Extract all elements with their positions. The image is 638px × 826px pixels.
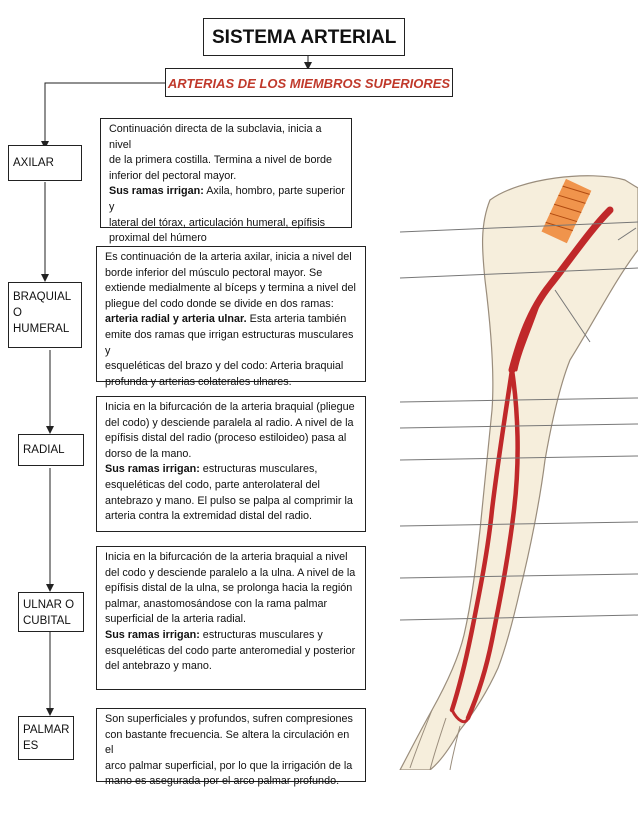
desc-line: del codo) y desciende paralela al radio.… [105, 416, 354, 429]
palmar-arch [450, 708, 470, 724]
desc-line: esqueléticas del brazo y del codo: Arter… [105, 360, 344, 373]
desc-bold: arteria radial y arteria ulnar. [105, 313, 247, 326]
pointer-line [399, 221, 638, 233]
desc-line: dorso de la mano. [105, 447, 192, 460]
brachial-artery [508, 206, 614, 374]
label-line: HUMERAL [13, 323, 70, 335]
label-radial-text: RADIAL [23, 444, 65, 456]
desc-line: inferior del pectoral mayor. [109, 169, 237, 182]
desc-line: Son superficiales y profundos, sufren co… [105, 713, 353, 725]
pointer-line [399, 267, 638, 279]
desc-line: borde inferior del músculo pectoral mayo… [105, 266, 323, 279]
desc-line: arco palmar superficial, por lo que la i… [105, 759, 353, 772]
desc-line: Inicia en la bifurcación de la arteria b… [105, 551, 348, 563]
diagram-subtitle: ARTERIAS DE LOS MIEMBROS SUPERIORES [165, 68, 453, 97]
diagram-title: SISTEMA ARTERIAL [203, 18, 405, 56]
desc-text: Esta arteria también [246, 313, 347, 326]
ulnar-artery [465, 367, 520, 721]
desc-line: con bastante frecuencia. Se altera la ci… [105, 728, 350, 757]
desc-line: Inicia en la bifurcación de la arteria b… [105, 401, 355, 413]
desc-bold: Sus ramas irrigan: [105, 628, 200, 641]
hand-outline [409, 709, 461, 770]
desc-text: estructuras musculares y [199, 628, 323, 641]
desc-line: del codo y desciende paralelo a la ulna.… [105, 566, 356, 579]
desc-line: lateral del tórax, articulación humeral,… [109, 216, 326, 229]
desc-line: profunda y arterias colaterales ulnares. [105, 375, 292, 388]
label-line: O [13, 307, 22, 319]
pointer-line [399, 397, 638, 403]
label-line: BRAQUIAL [13, 291, 72, 303]
desc-braquial: Es continuación de la arteria axilar, in… [96, 246, 366, 388]
label-line: ES [23, 740, 39, 752]
label-axilar: AXILAR [8, 145, 82, 181]
pointer-line [399, 573, 638, 579]
desc-line: extiende medialmente al bíceps y termina… [105, 282, 356, 295]
pointer-line [399, 455, 638, 461]
radial-artery [449, 367, 515, 713]
pointer-line [399, 521, 638, 527]
deep-brachial-artery [514, 298, 542, 372]
label-line: CUBITAL [23, 615, 71, 627]
desc-line: de la primera costilla. Termina a nivel … [109, 154, 333, 167]
desc-line: Sus ramas irrigan: estructuras musculare… [105, 628, 359, 644]
desc-line: superficial de la arteria radial. [105, 613, 247, 626]
label-line: PALMAR [23, 724, 70, 736]
arrow-to-axilar [41, 82, 165, 149]
pointer-line [617, 227, 637, 241]
desc-axilar: Continuación directa de la subclavia, in… [100, 118, 352, 244]
desc-text: estructuras musculares, [199, 463, 318, 476]
desc-bold: Sus ramas irrigan: [109, 185, 204, 198]
desc-line: mano es asegurada por el arco palmar pro… [105, 775, 340, 788]
label-radial: RADIAL [18, 434, 84, 466]
desc-palmares: Son superficiales y profundos, sufren co… [96, 708, 366, 787]
desc-line: Sus ramas irrigan: Axila, hombro, parte … [109, 184, 345, 215]
desc-line: antebrazo y mano. El pulso se palpa al c… [105, 494, 353, 507]
desc-line: palmar, anastomosándose con la rama palm… [105, 597, 328, 610]
pointer-line [399, 423, 638, 429]
desc-line: Continuación directa de la subclavia, in… [109, 123, 322, 151]
label-palmares: PALMAR ES [18, 716, 74, 760]
label-line: ULNAR O [23, 599, 75, 611]
label-ulnar: ULNAR O CUBITAL [18, 592, 84, 632]
desc-line: Sus ramas irrigan: estructuras musculare… [105, 462, 359, 478]
desc-line: epífisis distal del radio (proceso estil… [105, 432, 347, 445]
label-braquial: BRAQUIAL O HUMERAL [8, 282, 82, 348]
desc-line: Es continuación de la arteria axilar, in… [105, 251, 352, 263]
desc-bold: Sus ramas irrigan: [105, 463, 200, 476]
arm-illustration [399, 175, 638, 770]
desc-line: pliegue del codo donde se divide en dos … [105, 297, 334, 310]
desc-text: Axila, hombro, parte superior y [109, 185, 345, 213]
desc-line: esqueléticas del codo, parte anterolater… [105, 478, 320, 491]
desc-line: esqueléticas del codo parte anteromedial… [105, 644, 356, 657]
desc-line: emite dos ramas que irrigan estructuras … [105, 328, 354, 357]
desc-line: arteria contra la extremidad distal del … [105, 510, 313, 523]
desc-line: proximal del húmero [109, 232, 207, 245]
label-axilar-text: AXILAR [13, 157, 54, 169]
desc-radial: Inicia en la bifurcación de la arteria b… [96, 396, 366, 532]
desc-line: epífisis distal de la ulna, se prolonga … [105, 582, 353, 595]
pointer-lines [399, 221, 638, 621]
desc-line: arteria radial y arteria ulnar. Esta art… [105, 312, 359, 328]
desc-ulnar: Inicia en la bifurcación de la arteria b… [96, 546, 366, 690]
axillary-highlight [541, 178, 592, 244]
pointer-line [399, 614, 638, 621]
desc-line: del antebrazo y mano. [105, 660, 212, 673]
pointer-line [554, 289, 591, 343]
